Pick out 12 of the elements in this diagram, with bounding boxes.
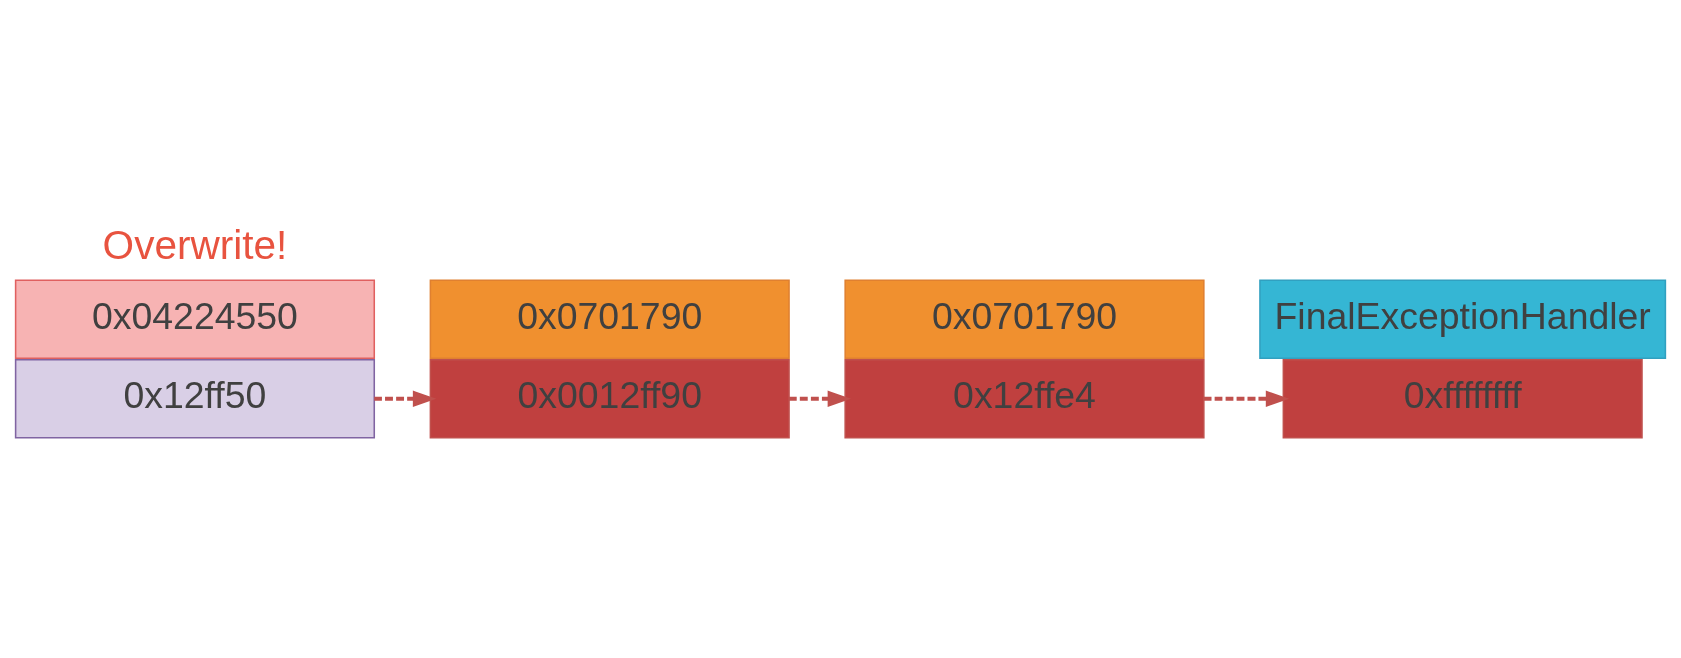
node-box: 0x12ffe4 — [844, 359, 1205, 439]
node-box: 0x0701790 — [844, 279, 1205, 359]
node-box: 0x0701790 — [429, 279, 790, 359]
arrow — [1203, 390, 1290, 407]
node-box: 0x04224550 — [14, 279, 376, 359]
arrow — [374, 390, 437, 407]
node-box: 0x0012ff90 — [429, 359, 790, 439]
arrow — [789, 390, 852, 407]
node-box: 0xffffffff — [1282, 359, 1643, 439]
node-box: 0x12ff50 — [14, 359, 376, 439]
label: Overwrite! — [102, 221, 288, 268]
node-box: FinalExceptionHandler — [1259, 279, 1667, 359]
